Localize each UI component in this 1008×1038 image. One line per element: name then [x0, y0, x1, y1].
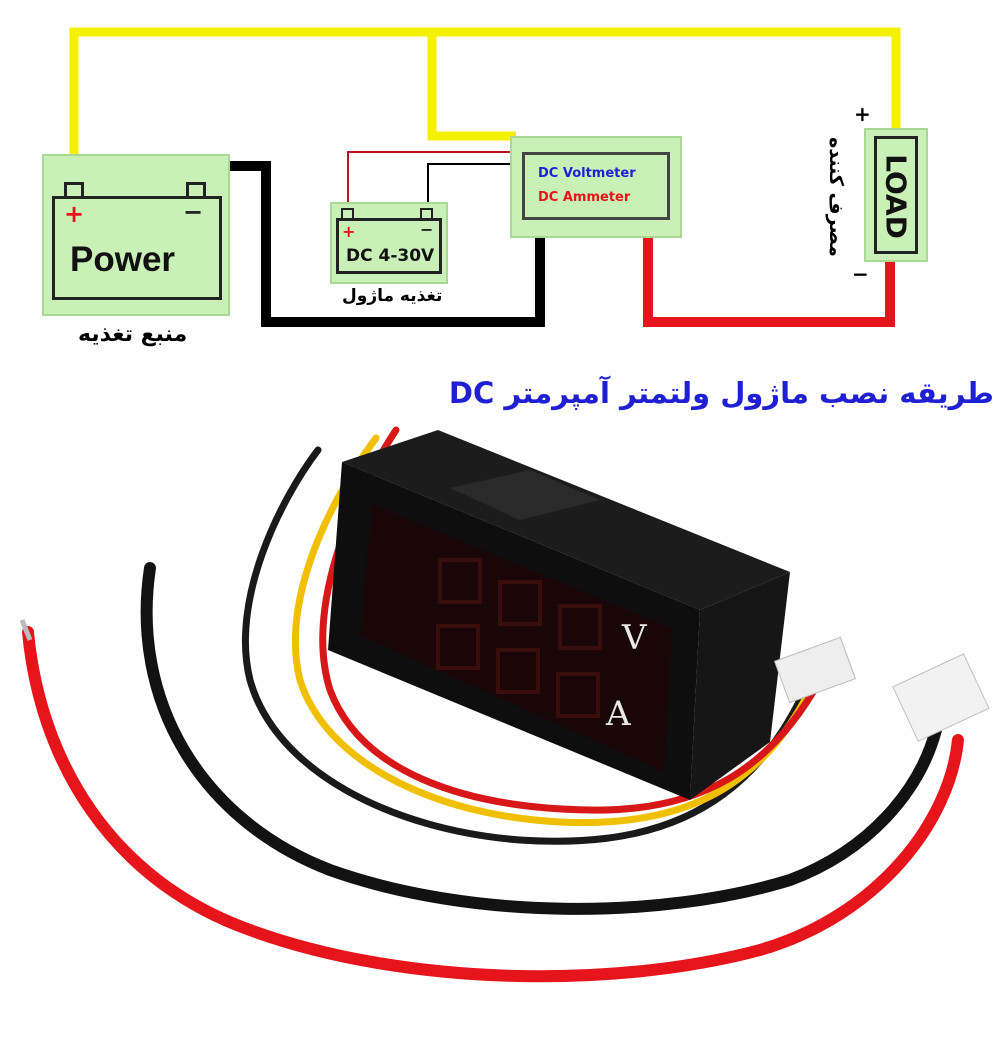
load-label: LOAD: [879, 154, 913, 239]
power-label: Power: [70, 240, 176, 279]
page-title: طریقه نصب ماژول ولتمتر آمپرمتر DC: [448, 376, 994, 410]
module-black-wire: [427, 163, 512, 210]
module-battery-body: [336, 218, 442, 274]
power-plus-sign: +: [64, 200, 85, 228]
device-red-wire-thin: [319, 426, 824, 814]
power-positive-terminal: [64, 182, 84, 196]
module-minus-sign: −: [420, 220, 434, 239]
module-supply-label: DC 4-30V: [346, 246, 435, 266]
device-v-unit: V: [622, 618, 647, 658]
meter-display-frame: [522, 152, 670, 220]
power-battery-body: [52, 196, 222, 300]
device-yellow-wire: [292, 434, 814, 827]
load-caption: مصرف کننده: [825, 137, 847, 257]
red-wire: [643, 236, 895, 327]
power-negative-terminal: [186, 182, 206, 196]
device-black-wire-long: [140, 562, 942, 915]
device-red-wire-tip: [19, 619, 33, 641]
yellow-wire-branch: [427, 32, 516, 141]
meter-connector-3pin: [773, 636, 857, 704]
module-plus-sign: +: [342, 222, 356, 241]
module-red-wire: [347, 151, 512, 210]
meter-digits: [436, 558, 602, 718]
voltmeter-label: DC Voltmeter: [538, 166, 636, 181]
device-red-wire-long: [22, 626, 964, 983]
meter-clip: [450, 470, 600, 520]
device-black-wire-thin: [242, 446, 804, 845]
module-positive-terminal: [341, 208, 354, 218]
meter-case-side: [690, 572, 790, 800]
module-supply: [330, 202, 448, 284]
power-caption: منبع تغذیه: [78, 322, 188, 347]
ammeter-label: DC Ammeter: [538, 190, 631, 205]
meter-case-top: [342, 430, 790, 610]
load-plus-sign: +: [854, 102, 871, 126]
module-supply-caption: تغذیه ماژول: [342, 286, 443, 306]
load-minus-sign: −: [852, 262, 869, 286]
module-negative-terminal: [420, 208, 433, 218]
meter-connector-2pin: [892, 653, 990, 742]
device-a-unit: A: [606, 694, 631, 734]
power-minus-sign: −: [183, 198, 204, 226]
yellow-wire: [69, 27, 901, 195]
load-inner-frame: [874, 136, 918, 254]
